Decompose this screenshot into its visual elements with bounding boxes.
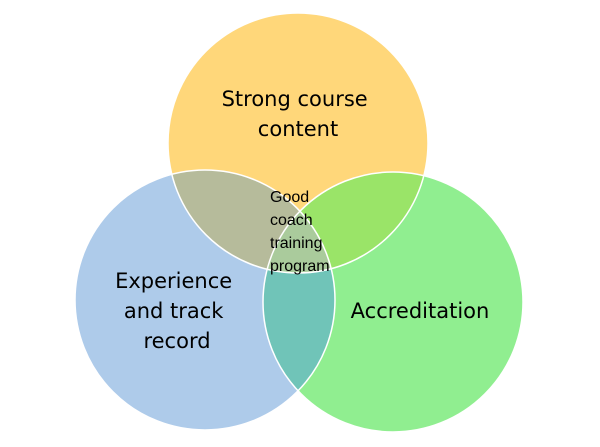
label-good-coach-training-program: Good coach training program [270,189,330,275]
label-accreditation: Accreditation [351,299,490,323]
label-line: Good [270,189,309,206]
label-line: content [258,117,338,141]
label-line: record [143,329,210,353]
label-line: Experience [115,269,232,293]
label-line: program [270,258,330,275]
label-line: coach [270,212,313,229]
label-line: training [270,235,322,252]
label-line: and track [124,299,224,323]
label-strong-course-content: Strong course content [222,87,375,141]
label-line: Strong course [222,87,368,111]
label-line: Accreditation [351,299,490,323]
overlap-top-right [263,172,428,273]
label-experience-track-record: Experience and track record [115,269,239,353]
overlap-top-left [168,170,335,273]
